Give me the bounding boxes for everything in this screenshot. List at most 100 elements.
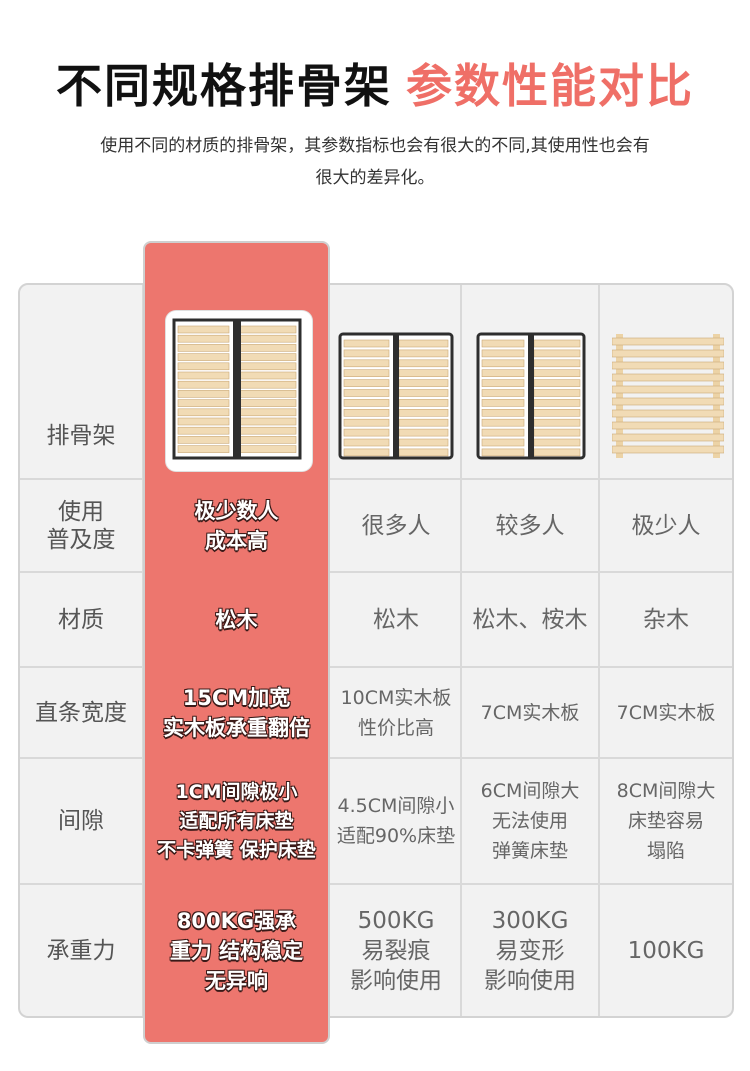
- wood-slat: [533, 359, 581, 368]
- column-divider: [598, 285, 600, 1016]
- cell-text: 床垫容易: [627, 810, 704, 832]
- cell-gap-premium: 1CM间隙极小 适配所有床垫 不卡弹簧 保护床垫: [145, 759, 328, 883]
- row-divider: [20, 883, 732, 885]
- wood-slat: [612, 373, 724, 382]
- cell-text: 实木板承重翻倍: [163, 715, 310, 740]
- wood-slat: [177, 353, 230, 361]
- wood-slat: [177, 408, 230, 417]
- wood-slat: [177, 362, 230, 371]
- wood-slat: [398, 399, 449, 407]
- wood-slat: [177, 344, 230, 352]
- wood-slat: [481, 418, 525, 427]
- cell-popularity-eucalyptus: 较多人: [462, 480, 598, 571]
- cell-text: 8CM间隙大: [616, 780, 716, 802]
- wood-slat: [343, 418, 390, 427]
- wood-slat: [238, 334, 297, 343]
- wood-slat: [343, 369, 390, 378]
- wood-slat: [343, 339, 390, 348]
- cell-popularity-premium: 极少数人 成本高: [145, 480, 328, 571]
- cell-material-eucalyptus: 松木、桉木: [462, 573, 598, 666]
- wood-slat: [177, 325, 230, 334]
- wood-slat: [177, 426, 230, 435]
- wood-slat: [612, 349, 724, 358]
- cell-text: 成本高: [205, 528, 268, 553]
- wood-slat: [238, 417, 297, 426]
- cell-gap-eucalyptus: 6CM间隙大 无法使用 弹簧床垫: [462, 759, 598, 883]
- wood-slat: [343, 389, 390, 397]
- row-label-text: 排骨架: [46, 423, 116, 449]
- cell-text: 性价比高: [357, 716, 434, 739]
- cell-text: 很多人: [361, 512, 431, 539]
- wood-slat: [177, 445, 230, 453]
- row-label-text: 使用: [58, 498, 104, 525]
- wood-slat: [481, 409, 525, 417]
- cell-popularity-mixed: 极少人: [600, 480, 732, 571]
- wood-slat: [398, 369, 449, 378]
- wood-slat: [238, 353, 297, 361]
- wood-slat: [533, 379, 581, 387]
- row-label-text: 间隙: [58, 808, 104, 834]
- wood-slat: [343, 409, 390, 417]
- cell-text: 300KG: [491, 907, 569, 934]
- cell-text: 较多人: [495, 512, 565, 539]
- wood-slat: [612, 409, 724, 418]
- row-label-material: 材质: [20, 573, 142, 666]
- row-label-text: 普及度: [46, 526, 116, 553]
- cell-gap-mixed: 8CM间隙大 床垫容易 塌陷: [600, 759, 732, 883]
- cell-text: 松木: [373, 606, 419, 633]
- cell-text: 易裂痕: [361, 937, 431, 964]
- row-label-gap: 间隙: [20, 759, 142, 883]
- wood-slat: [238, 390, 297, 398]
- wood-slat: [481, 389, 525, 397]
- wood-slat: [177, 399, 230, 407]
- cell-text: 100KG: [627, 937, 705, 964]
- row-label-popularity: 使用 普及度: [20, 480, 142, 571]
- bed-frame-image-premium: [172, 318, 302, 460]
- wood-slat: [612, 337, 724, 346]
- cell-text: 500KG: [357, 907, 435, 934]
- cell-material-premium: 松木: [145, 573, 328, 666]
- wood-slat: [533, 428, 581, 437]
- bed-frame-image-eucalyptus: [476, 332, 586, 460]
- wood-slat: [343, 399, 390, 407]
- cell-text: 适配90%床垫: [336, 825, 456, 847]
- wood-slat: [398, 438, 449, 447]
- wood-slat: [177, 380, 230, 389]
- wood-slat: [481, 359, 525, 368]
- wood-slat: [398, 359, 449, 368]
- wood-slat: [398, 418, 449, 427]
- row-divider: [20, 478, 732, 480]
- cell-load-premium: 800KG强承 重力 结构稳定 无异响: [145, 885, 328, 1016]
- cell-text: 7CM实木板: [616, 701, 716, 724]
- wood-slat: [238, 362, 297, 371]
- cell-text: 1CM间隙极小: [175, 780, 298, 803]
- wood-slat: [177, 436, 230, 444]
- wood-slat: [238, 445, 297, 453]
- cell-load-mixed: 100KG: [600, 885, 732, 1016]
- wood-slat: [481, 379, 525, 387]
- wood-slat: [343, 359, 390, 368]
- wood-slat: [398, 389, 449, 397]
- cell-material-mixed: 杂木: [600, 573, 732, 666]
- cell-text: 7CM实木板: [480, 701, 580, 724]
- wood-slat: [533, 409, 581, 417]
- cell-text: 影响使用: [350, 967, 442, 994]
- wood-slat: [612, 385, 724, 394]
- wood-slat: [177, 390, 230, 398]
- wood-slat: [398, 349, 449, 358]
- cell-popularity-standard: 很多人: [332, 480, 460, 571]
- cell-text: 适配所有床垫: [179, 809, 294, 832]
- cell-text: 极少数人: [194, 498, 279, 523]
- cell-text: 15CM加宽: [182, 685, 291, 710]
- cell-load-eucalyptus: 300KG 易变形 影响使用: [462, 885, 598, 1016]
- cell-text: 4.5CM间隙小: [337, 795, 455, 817]
- cell-text: 易变形: [495, 937, 565, 964]
- wood-slat: [343, 349, 390, 358]
- wood-slat: [481, 428, 525, 437]
- wood-slat: [343, 379, 390, 387]
- wood-slat: [398, 339, 449, 348]
- cell-text: 松木: [215, 607, 258, 632]
- title-part-red: 参数性能对比: [406, 59, 694, 113]
- wood-slat: [238, 325, 297, 334]
- wood-slat: [238, 426, 297, 435]
